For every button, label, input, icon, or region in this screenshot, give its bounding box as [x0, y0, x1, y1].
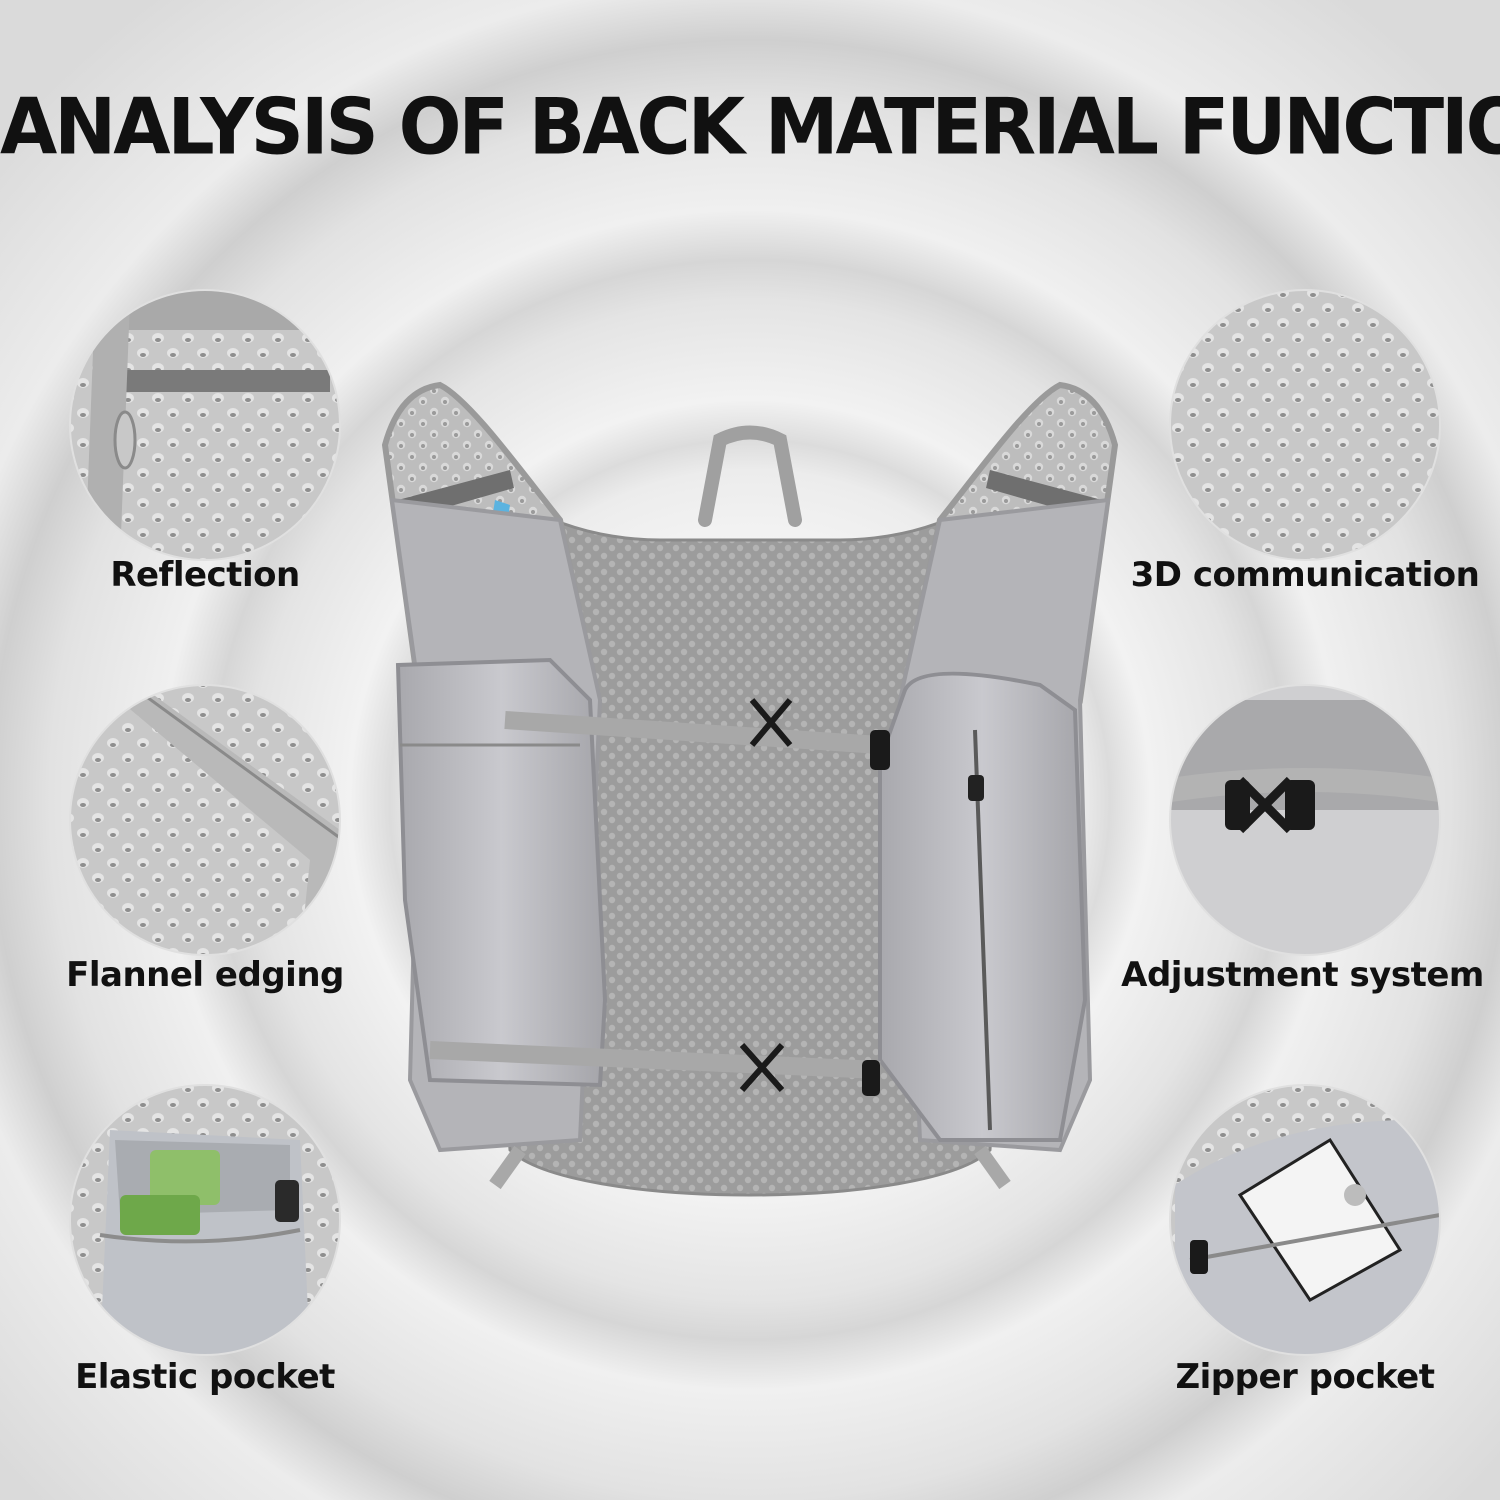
label-elastic-pocket: Elastic pocket [75, 1357, 335, 1397]
detail-flannel-ring [69, 684, 341, 956]
detail-elastic-ring [69, 1084, 341, 1356]
detail-adjustment-ring [1169, 684, 1441, 956]
detail-reflection [70, 290, 340, 560]
detail-flannel-edging [70, 685, 340, 955]
detail-3d-ring [1169, 289, 1441, 561]
detail-3d-communication [1170, 290, 1440, 560]
detail-reflection-ring [69, 289, 341, 561]
detail-zipper-pocket [1170, 1085, 1440, 1355]
label-3d-communication: 3D communication [1130, 555, 1480, 595]
vest-illustration [381, 381, 1119, 1197]
detail-adjustment-system [1170, 685, 1440, 955]
label-flannel-edging: Flannel edging [66, 955, 344, 995]
label-reflection: Reflection [110, 555, 300, 595]
detail-zipper-ring [1169, 1084, 1441, 1356]
label-adjustment-system: Adjustment system [1121, 955, 1484, 995]
detail-elastic-pocket [70, 1085, 340, 1355]
page-title: ANALYSIS OF BACK MATERIAL FUNCTION [0, 81, 1500, 173]
label-zipper-pocket: Zipper pocket [1175, 1357, 1435, 1397]
